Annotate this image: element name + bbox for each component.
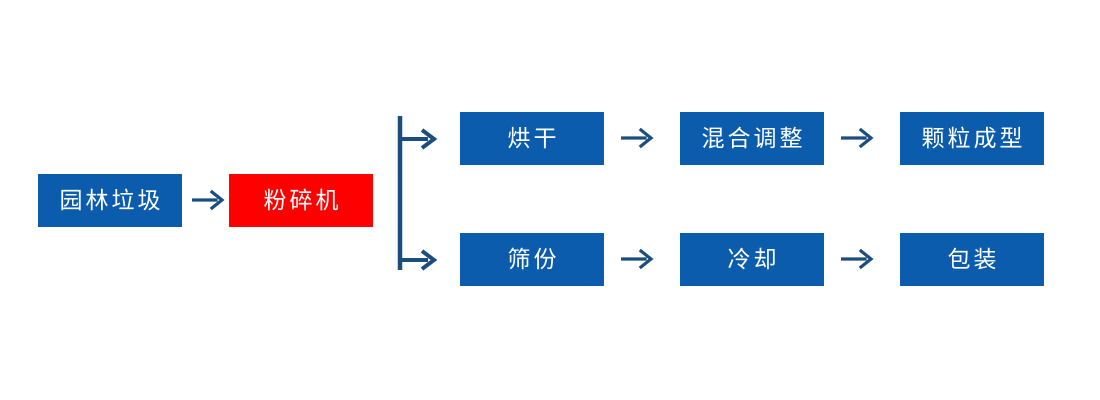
arrow-right-icon-screen-to-cool — [621, 246, 655, 272]
arrow-right-icon-cool-to-pack — [841, 246, 875, 272]
node-mixing-adjustment[interactable]: 混合调整 — [680, 112, 824, 165]
node-packaging[interactable]: 包装 — [900, 233, 1044, 286]
node-drying[interactable]: 烘干 — [460, 112, 604, 165]
arrow-right-icon-mix-to-pellet — [841, 125, 875, 151]
node-source-garden-waste[interactable]: 园林垃圾 — [38, 174, 182, 227]
arrow-right-icon-dry-to-mix — [621, 125, 655, 151]
node-crusher[interactable]: 粉碎机 — [229, 174, 373, 227]
arrow-right-icon-source-to-crusher — [192, 187, 226, 213]
node-cooling[interactable]: 冷却 — [680, 233, 824, 286]
node-pellet-forming[interactable]: 颗粒成型 — [900, 112, 1044, 165]
branch-split-connector-icon — [396, 108, 442, 278]
node-screening[interactable]: 筛份 — [460, 233, 604, 286]
